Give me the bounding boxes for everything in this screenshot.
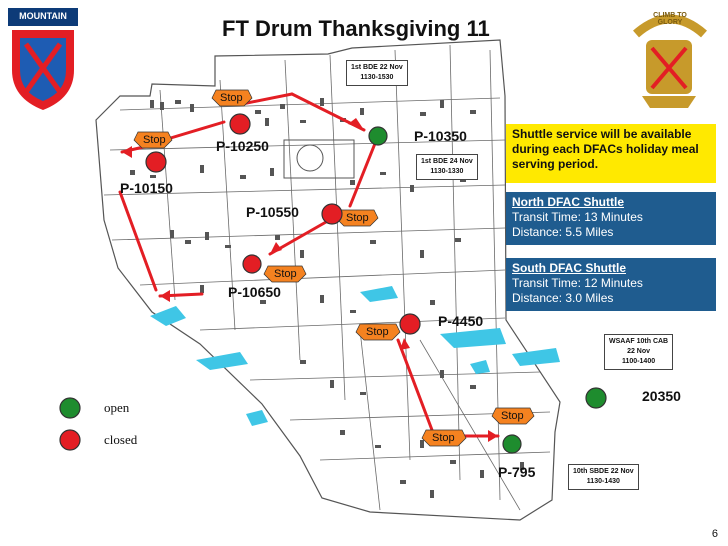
site-markers [59,113,607,454]
stop-label-7: Stop [501,410,524,422]
legend-closed-marker [59,429,81,451]
label-p795: P-795 [498,464,536,480]
note-1st-bde-24: 1st BDE 24 Nov 1130-1330 [416,154,478,180]
route-segment-9 [396,338,434,432]
stop-marker-7 [491,407,535,425]
arrow-head-2 [270,242,282,254]
shuttle-service-box: Shuttle service will be available during… [506,124,716,183]
stop-markers [133,89,535,447]
stop-label-4: Stop [274,268,297,280]
route-segment-2 [240,92,294,106]
route-segment-4 [348,134,380,208]
stop-label-5: Stop [366,326,389,338]
note-wsaaf: WSAAF 10th CAB 22 Nov 1100-1400 [604,334,674,370]
mountain-division-patch [8,8,78,110]
arrow-head-6 [488,430,498,442]
label-p10550: P-10550 [246,204,299,220]
marker-20350 [585,387,607,409]
label-p4450: P-4450 [438,313,484,329]
stop-label-3: Stop [346,212,369,224]
marker-p4450 [399,313,421,335]
water-features [150,286,560,426]
north-dfac-transit: Transit Time: 13 Minutes [512,210,643,224]
road-network [103,44,551,511]
route-segment-1 [162,120,226,142]
route-segment-7 [118,190,158,292]
arrow-head-1 [348,118,364,130]
label-p10650: P-10650 [228,284,281,300]
marker-p10150 [145,151,167,173]
south-dfac-heading: South DFAC Shuttle [512,261,626,275]
arrow-head-4 [160,290,170,302]
stop-label-1: Stop [220,92,243,104]
arrow-head-5 [400,338,410,350]
parade-field [296,144,324,172]
stop-marker-6 [421,429,467,447]
crest-crossed-swords [650,46,688,90]
installation-boundary [95,39,561,521]
page-number: 6 [711,528,718,540]
crest-motto-text: CLIMB TO GLORY [653,12,687,26]
arrow-head-3 [122,146,132,158]
crest-banner [633,14,707,38]
label-p10350: P-10350 [414,128,467,144]
climb-to-glory-crest [633,14,707,108]
legend-open-label: open [104,400,130,415]
stop-marker-2 [133,131,173,149]
patch-swords [23,42,63,94]
legend-closed-label: closed [104,432,138,447]
stop-marker-5 [355,323,401,341]
crest-base-scroll [642,96,696,108]
south-dfac-box: South DFAC Shuttle Transit Time: 12 Minu… [506,258,716,311]
building-clusters [130,98,524,498]
marker-p795 [502,434,522,454]
marker-p10650 [242,254,262,274]
north-dfac-box: North DFAC Shuttle Transit Time: 13 Minu… [506,192,716,245]
north-dfac-distance: Distance: 5.5 Miles [512,225,614,239]
north-dfac-heading: North DFAC Shuttle [512,195,624,209]
marker-p10250 [229,113,251,135]
marker-p10350 [368,126,388,146]
legend-open-marker [59,397,81,419]
slide-title: FT Drum Thanksgiving 11 [222,16,490,41]
stop-label-2: Stop [143,134,166,146]
note-10th-sbde: 10th SBDE 22 Nov 1130-1430 [568,464,639,490]
label-20350: 20350 [642,388,681,404]
stop-marker-4 [263,265,307,283]
stop-marker-1 [211,89,253,107]
label-p10250: P-10250 [216,138,269,154]
route-arrows [122,118,498,442]
label-p10150: P-10150 [120,180,173,196]
south-dfac-transit: Transit Time: 12 Minutes [512,276,643,290]
stop-label-6: Stop [432,432,455,444]
marker-p10550 [321,203,343,225]
patch-tab [8,8,78,26]
airfield-runway [283,139,355,179]
south-dfac-distance: Distance: 3.0 Miles [512,291,614,305]
note-1st-bde-22: 1st BDE 22 Nov 1130-1530 [346,60,408,86]
mountain-tab-text: MOUNTAIN [19,11,67,21]
